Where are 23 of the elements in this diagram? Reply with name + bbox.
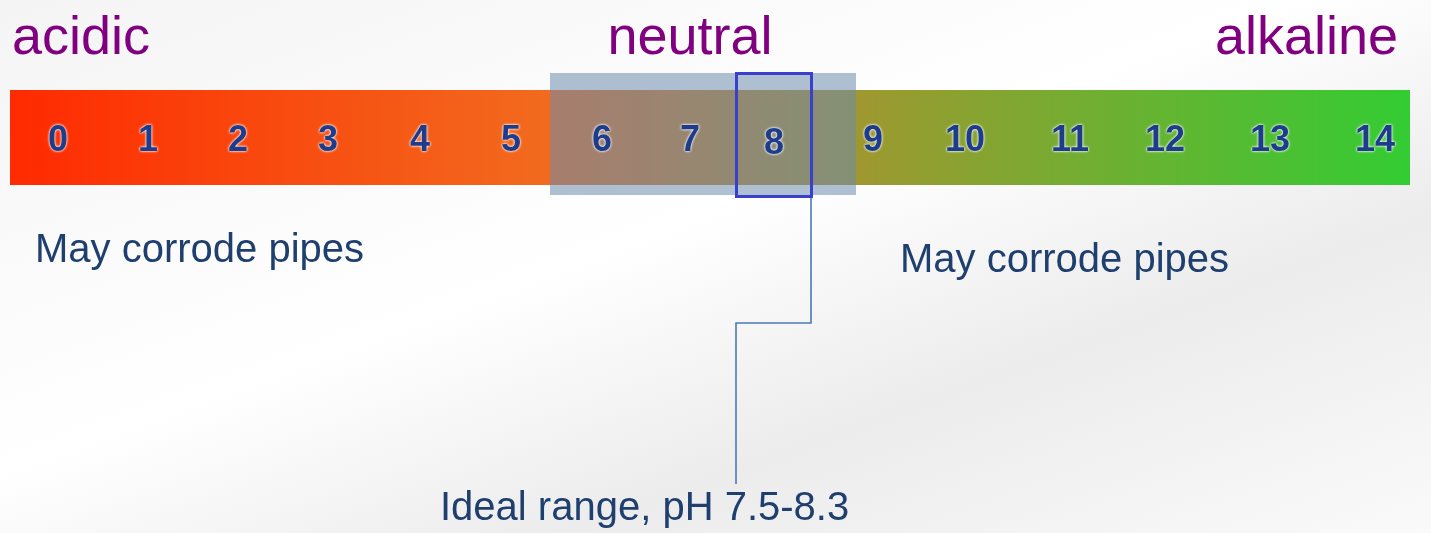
scale-heading: neutral bbox=[607, 8, 773, 62]
scale-number: 9 bbox=[863, 121, 883, 157]
range-caption: Ideal range, pH 7.5-8.3 bbox=[440, 486, 927, 530]
scale-number: 14 bbox=[1355, 121, 1395, 157]
highlight-box bbox=[735, 72, 813, 198]
scale-number: 11 bbox=[1050, 121, 1090, 157]
scale-number: 2 bbox=[228, 121, 248, 157]
note-text: May corrode pipes bbox=[35, 228, 365, 268]
scale-heading: acidic bbox=[12, 8, 151, 62]
scale-number: 13 bbox=[1250, 121, 1290, 157]
scale-number: 10 bbox=[945, 121, 985, 157]
scale-number: 1 bbox=[138, 121, 158, 157]
scale-heading: alkaline bbox=[1214, 8, 1398, 62]
scale-number: 4 bbox=[410, 121, 430, 157]
scale-number: 7 bbox=[680, 121, 700, 157]
scale-number: 5 bbox=[501, 121, 521, 157]
leader-line bbox=[735, 196, 812, 485]
scale-number: 0 bbox=[48, 121, 68, 157]
scale-number: 6 bbox=[592, 121, 612, 157]
scale-number: 12 bbox=[1145, 121, 1185, 157]
note-text: May corrode pipes bbox=[900, 238, 1230, 278]
scale-number: 3 bbox=[318, 121, 338, 157]
scale-number: 8 bbox=[764, 124, 784, 160]
